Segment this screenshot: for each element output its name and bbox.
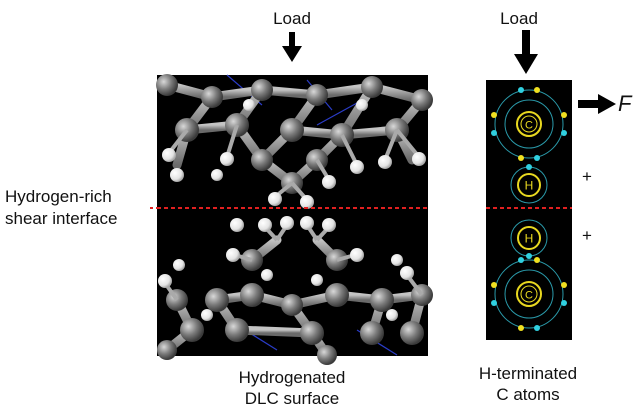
down-arrow-icon [282,32,302,62]
lower-hydrogen-atoms [158,216,414,321]
dlc-label-line2: DLC surface [244,389,340,408]
h-terminated-panel: C H H C [486,80,572,340]
dlc-label-line1: Hydrogenated [238,368,346,387]
right-arrow-icon [578,94,616,114]
upper-hydrogen-atoms [162,99,426,209]
lower-hydrogen-symbol: H [525,232,534,246]
plus-sign-top: + [582,167,592,186]
hterm-label-line2: C atoms [496,385,560,404]
interface-dashed-line-ext-left [150,207,157,209]
load-label-right: Load [500,9,538,28]
top-carbon-symbol: C [525,120,533,132]
hterm-label-line1: H-terminated [478,364,578,383]
force-label: F [618,91,632,116]
dlc-molecular-panel [156,74,433,365]
upper-hydrogen-atom [510,164,548,204]
bottom-carbon-symbol: C [525,290,533,302]
plus-sign-bottom: + [582,226,592,245]
interface-label-line1: Hydrogen-rich [5,187,112,206]
load-label-left: Load [273,9,311,28]
top-carbon-atom [491,87,567,161]
down-arrow-icon [514,30,538,74]
upper-hydrogen-symbol: H [525,179,534,193]
panel-background [486,80,572,340]
lower-hydrogen-atom [510,219,548,259]
interface-label-line2: shear interface [5,209,118,228]
bottom-carbon-atom [491,257,567,331]
